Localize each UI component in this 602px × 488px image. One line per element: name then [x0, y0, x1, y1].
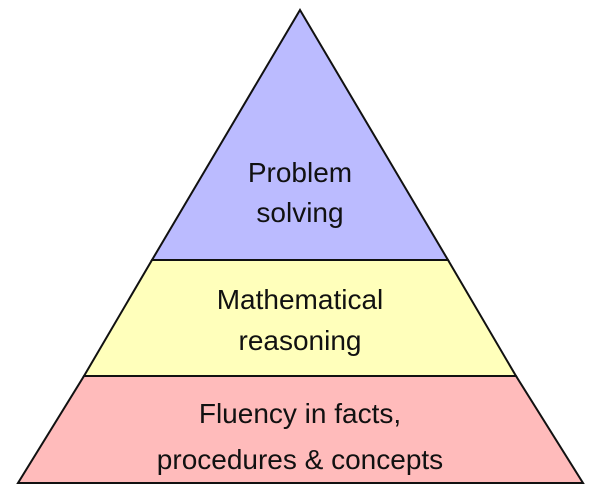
- level-1-label-line1: Problem: [248, 157, 352, 188]
- level-3-label-line1: Fluency in facts,: [199, 398, 401, 429]
- level-1-label-line2: solving: [256, 197, 343, 228]
- level-3-label-line2: procedures & concepts: [157, 444, 443, 475]
- pyramid-level-fluency: [16, 375, 585, 484]
- pyramid-level-mathematical-reasoning: [82, 259, 518, 377]
- level-2-label-line1: Mathematical: [217, 284, 384, 315]
- level-2-label-line2: reasoning: [239, 325, 362, 356]
